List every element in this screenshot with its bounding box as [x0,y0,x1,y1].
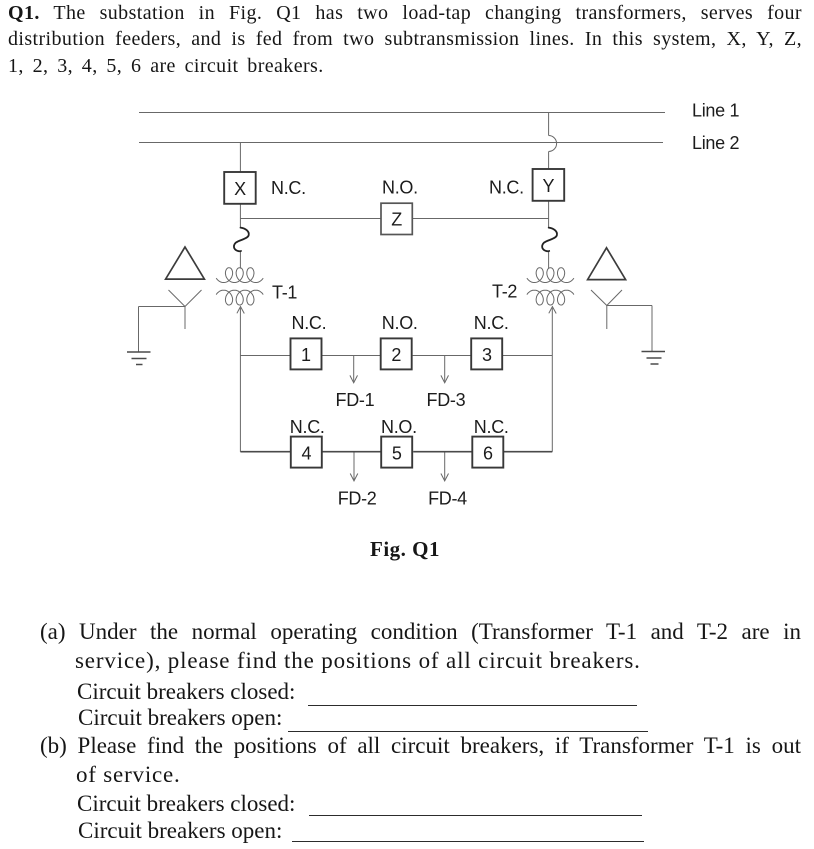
svg-text:N.O.: N.O. [382,177,418,197]
svg-text:Z: Z [391,209,402,229]
svg-text:X: X [234,179,246,199]
svg-text:FD-1: FD-1 [336,390,375,410]
svg-text:FD-4: FD-4 [428,489,467,509]
svg-text:FD-3: FD-3 [427,390,466,410]
svg-text:Y: Y [543,176,555,196]
svg-text:6: 6 [483,443,493,463]
svg-text:N.C.: N.C. [292,313,327,333]
svg-text:N.O.: N.O. [382,313,418,333]
svg-text:FD-2: FD-2 [338,489,377,509]
svg-text:N.C.: N.C. [474,417,509,437]
svg-text:2: 2 [391,345,401,365]
svg-text:Line 1: Line 1 [692,101,740,121]
svg-text:N.C.: N.C. [271,178,306,198]
svg-text:N.C.: N.C. [290,417,325,437]
svg-text:N.C.: N.C. [474,313,509,333]
svg-text:T-2: T-2 [492,281,517,301]
svg-text:N.O.: N.O. [381,417,417,437]
svg-text:Line 2: Line 2 [692,133,740,153]
svg-text:T-1: T-1 [272,282,297,302]
svg-text:3: 3 [482,345,492,365]
svg-text:5: 5 [392,443,402,463]
svg-text:N.C.: N.C. [489,177,524,197]
svg-text:4: 4 [301,443,311,463]
svg-text:1: 1 [301,345,311,365]
